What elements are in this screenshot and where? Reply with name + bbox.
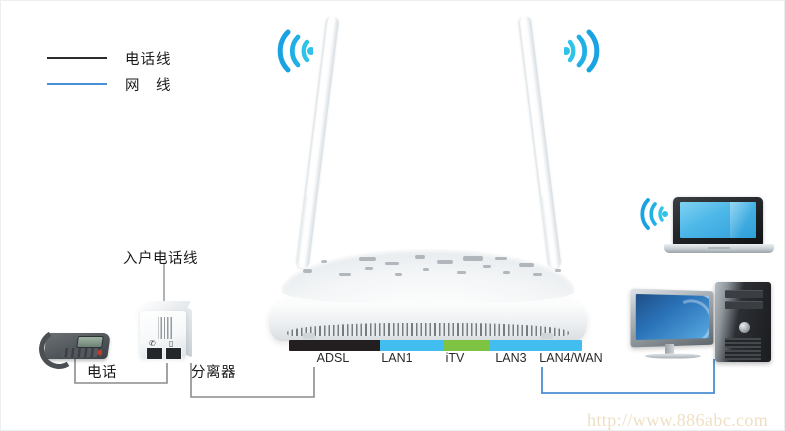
router-foot-left (303, 333, 315, 339)
port-label-itv: iTV (445, 351, 465, 365)
wifi-signal-right-antenna (564, 29, 600, 73)
monitor-stand-base (644, 353, 702, 359)
desktop-drive-bay-2 (725, 301, 763, 309)
desktop-computer (629, 282, 781, 372)
legend: 电话线 网 线 (47, 45, 172, 97)
phone-display (76, 336, 104, 348)
router-port-strip (289, 340, 582, 351)
legend-item-network-cable: 网 线 (47, 71, 172, 97)
desktop-power-button (739, 322, 750, 333)
laptop-computer (664, 197, 774, 259)
wifi-signal-laptop (640, 198, 668, 230)
laptop-screen (680, 202, 756, 238)
router-foot-right (541, 333, 553, 339)
legend-item-phone-line: 电话线 (47, 45, 172, 71)
desktop-vent-2 (725, 350, 761, 360)
desktop-vent-1 (725, 338, 761, 348)
legend-label-network-cable: 网 线 (125, 77, 172, 94)
splitter-jack-phone (146, 347, 163, 360)
router-port-labels: ADSL LAN1 iTV LAN3 LAN4/WAN (289, 351, 603, 367)
label-splitter: 分离器 (191, 365, 236, 381)
phone-red-key (97, 350, 102, 355)
desktop-drive-bay-1 (725, 290, 763, 298)
port-segment-lan3 (489, 340, 536, 351)
router-top-texture (281, 251, 575, 285)
adsl-splitter-device: ✆ ▯ (132, 301, 195, 363)
splitter-front-face: ✆ ▯ (140, 311, 186, 360)
port-segment-lan1 (379, 340, 443, 351)
port-segment-itv (442, 340, 490, 351)
desktop-screen (635, 293, 710, 340)
label-telephone: 电话 (87, 365, 117, 381)
desktop-monitor (630, 288, 714, 348)
port-segment-adsl (289, 340, 380, 351)
laptop-trackpad (708, 247, 730, 249)
router-vent-grille (287, 323, 569, 336)
splitter-modem-icon: ▯ (169, 339, 174, 348)
splitter-print-text (158, 317, 172, 339)
port-segment-lan4wan (535, 340, 582, 351)
wireless-adsl-router (263, 15, 593, 353)
watermark-url: http://www.886abc.com (587, 410, 769, 430)
port-label-adsl: ADSL (316, 351, 350, 365)
legend-swatch-network-cable (47, 83, 107, 85)
monitor-stand-neck (665, 344, 674, 354)
laptop-screen-glare (730, 202, 756, 238)
router-antenna-right (517, 15, 562, 269)
splitter-phone-icon: ✆ (149, 339, 156, 348)
port-label-lan1: LAN1 (381, 351, 413, 365)
legend-label-phone-line: 电话线 (125, 51, 172, 68)
legend-swatch-phone-line (47, 57, 107, 59)
wifi-signal-left-antenna (277, 29, 313, 73)
label-incoming-phone-line: 入户电话线 (123, 251, 198, 267)
splitter-jack-modem (165, 347, 182, 360)
port-label-lan4wan: LAN4/WAN (539, 351, 603, 365)
port-label-lan3: LAN3 (495, 351, 527, 365)
telephone-device (34, 317, 115, 374)
